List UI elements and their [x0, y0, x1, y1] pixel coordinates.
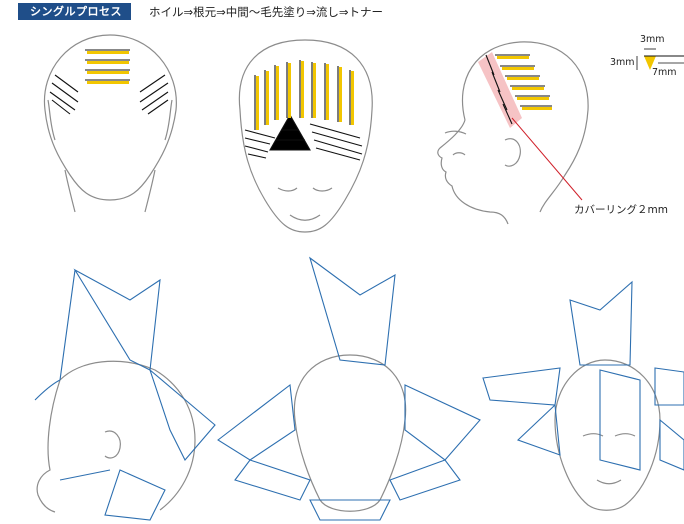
process-badge: シングルプロセス	[18, 3, 131, 20]
legend-length-label: 7mm	[652, 67, 677, 78]
foil-dots-top	[256, 61, 354, 130]
head-back-view	[43, 34, 177, 213]
sections-right	[482, 280, 684, 471]
head-front-blocked	[554, 359, 661, 511]
foil-sections-top	[244, 60, 363, 161]
foil-sections-side	[485, 54, 552, 125]
title-bar: シングルプロセス ホイル⇒根元⇒中間〜毛先塗り⇒流し⇒トナー	[18, 3, 383, 20]
head-top-view	[238, 39, 373, 233]
foil-dots-side	[497, 56, 552, 110]
legend-width-label: 3mm	[640, 34, 665, 45]
legend-height-label: 3mm	[610, 57, 635, 68]
covering-band	[478, 52, 522, 128]
head-side-blocked	[36, 360, 196, 513]
foil-size-legend	[636, 48, 684, 70]
foil-sections-back	[49, 49, 169, 115]
process-steps: ホイル⇒根元⇒中間〜毛先塗り⇒流し⇒トナー	[149, 4, 384, 19]
covering-label: カバーリング２mm	[574, 204, 668, 216]
head-back-blocked	[293, 354, 407, 512]
sections-left	[34, 268, 216, 521]
callout-line	[511, 117, 583, 201]
sections-middle	[217, 256, 481, 521]
foil-dots-back	[87, 51, 129, 84]
head-side-view	[437, 41, 589, 225]
